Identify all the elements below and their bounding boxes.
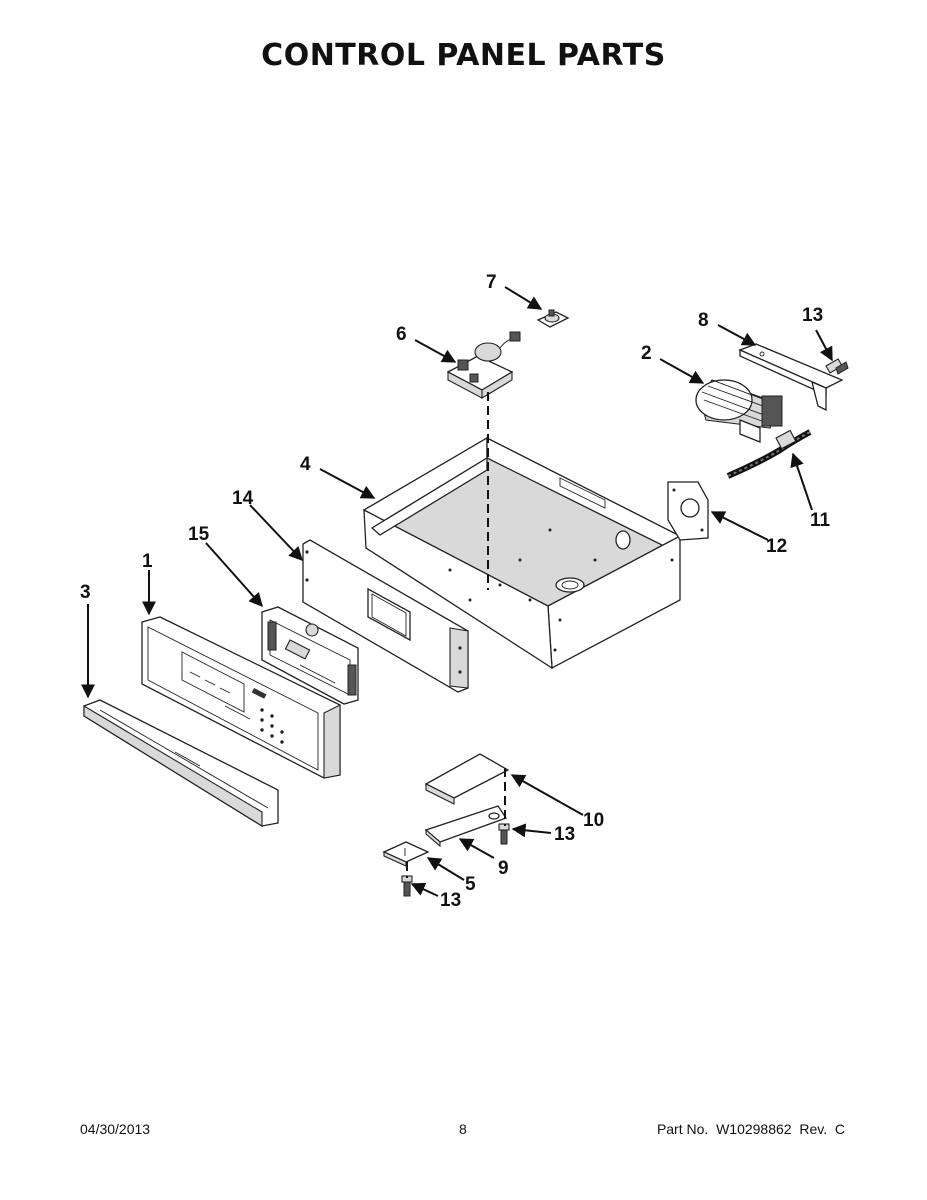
callout-5: 5 xyxy=(465,874,476,895)
part-13-screw-lower xyxy=(401,875,413,897)
callout-13-upper: 13 xyxy=(802,305,823,326)
part-8-mounting-bracket xyxy=(738,343,844,412)
callout-7: 7 xyxy=(486,272,497,293)
callout-1: 1 xyxy=(142,551,153,572)
callout-2: 2 xyxy=(641,343,652,364)
callout-12: 12 xyxy=(766,536,787,557)
callout-3: 3 xyxy=(80,582,91,603)
part-2-blower xyxy=(695,379,783,443)
part-4-control-housing xyxy=(362,436,682,670)
footer-date: 04/30/2013 xyxy=(80,1121,151,1137)
callout-8: 8 xyxy=(698,310,709,331)
callout-9: 9 xyxy=(498,858,509,879)
footer-page-number: 8 xyxy=(459,1121,467,1137)
callout-6: 6 xyxy=(396,324,407,345)
part-13-screw-middle xyxy=(498,823,510,845)
callout-11: 11 xyxy=(810,510,831,531)
callout-14: 14 xyxy=(232,488,254,509)
part-13-screw-upper xyxy=(825,358,849,375)
callout-4: 4 xyxy=(300,454,311,475)
callout-15: 15 xyxy=(188,524,210,545)
part-11-wire-harness xyxy=(726,429,812,479)
part-12-gasket-plate xyxy=(667,481,709,541)
part-7-thermal-switch xyxy=(536,309,570,328)
part-10-bracket xyxy=(424,753,510,805)
part-3-trim-strip xyxy=(83,699,279,827)
callout-13-lower: 13 xyxy=(440,890,461,911)
page-title: CONTROL PANEL PARTS xyxy=(261,38,666,73)
footer-part-number: Part No. W10298862 Rev. C xyxy=(656,1121,845,1137)
part-14-front-panel-plate xyxy=(302,539,469,693)
part-6-relay-assembly xyxy=(446,331,521,399)
callout-10: 10 xyxy=(583,810,604,831)
part-5-clip xyxy=(382,841,430,867)
part-1-control-panel xyxy=(141,616,341,779)
callout-13-middle: 13 xyxy=(554,824,575,845)
part-15-control-board xyxy=(261,606,359,705)
part-9-mounting-plate xyxy=(424,805,507,848)
